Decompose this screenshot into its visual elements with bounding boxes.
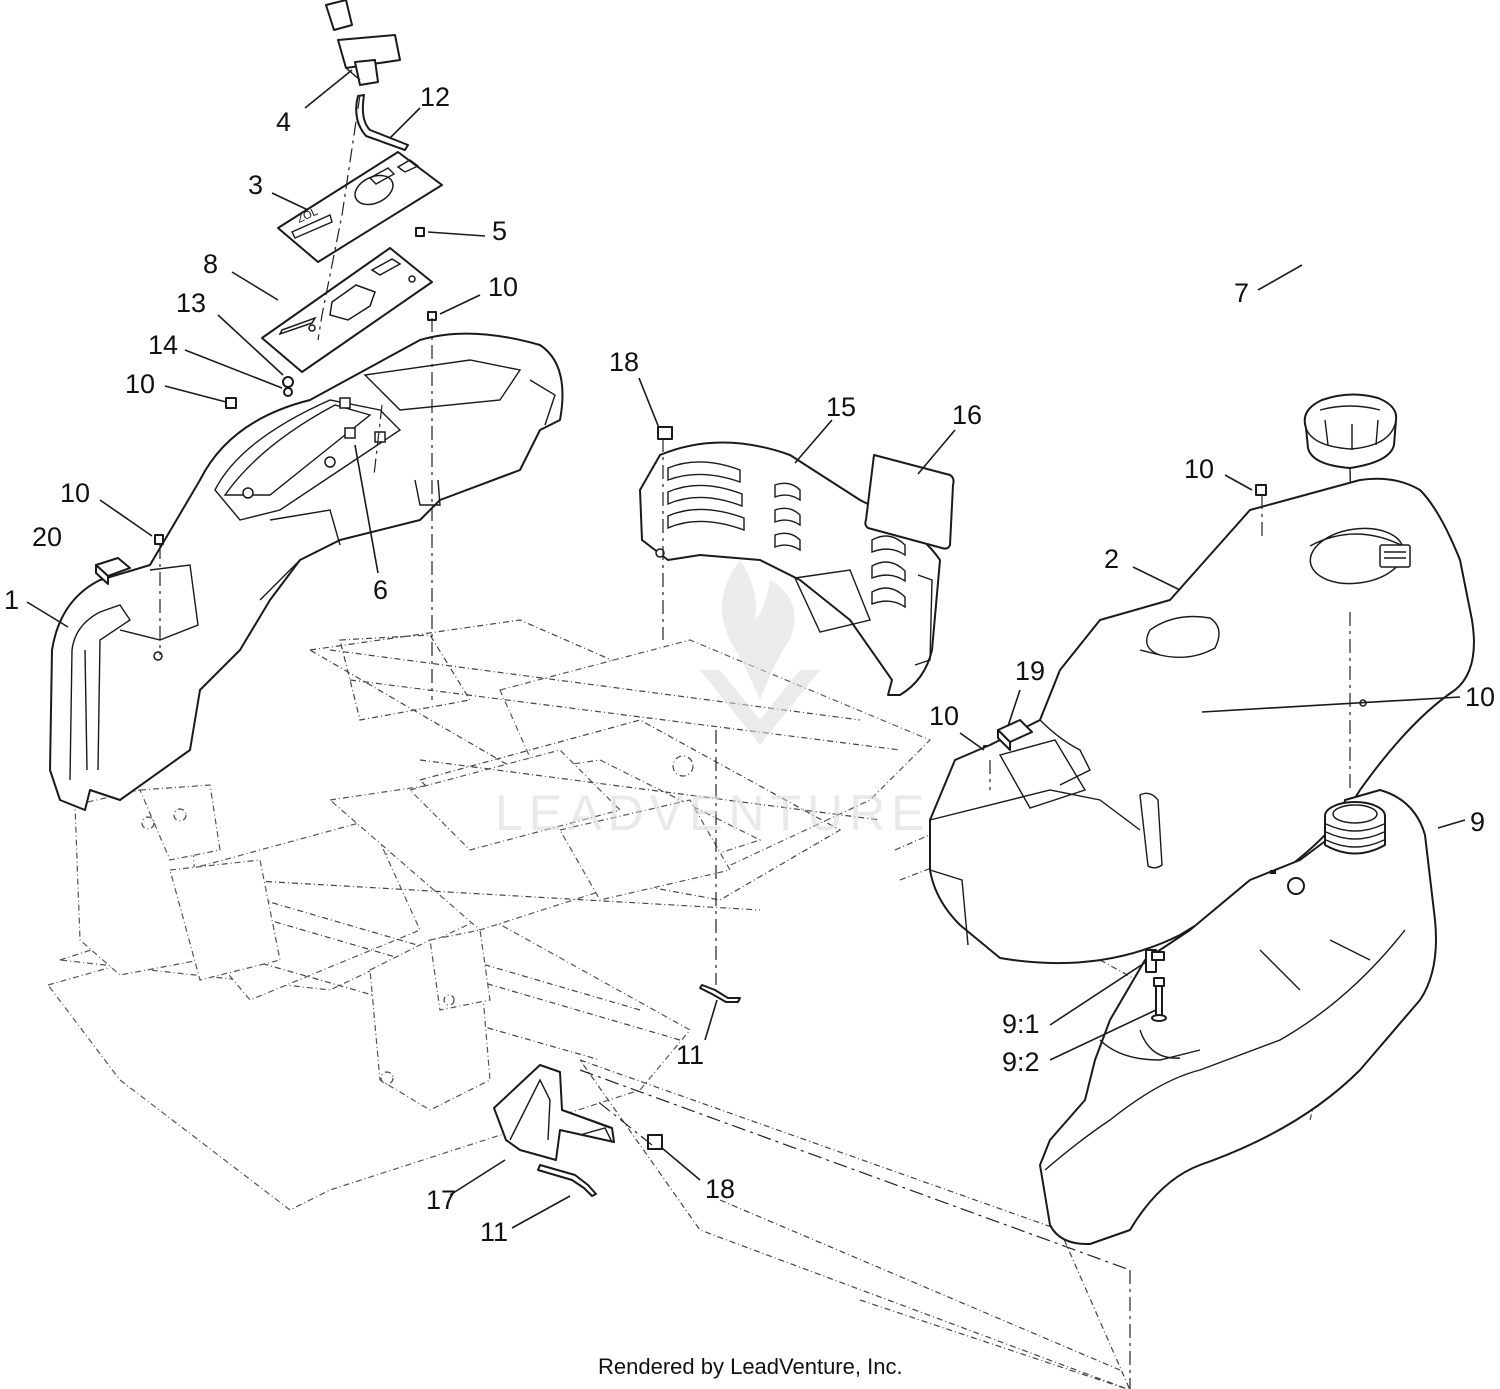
chassis-frame — [46, 619, 1321, 1389]
callout-15: 15 — [826, 392, 856, 422]
footer-credit: Rendered by LeadVenture, Inc. — [598, 1354, 903, 1379]
screw-10-left — [225, 397, 237, 409]
callout-11-lower: 11 — [480, 1217, 508, 1247]
callout-6: 6 — [373, 575, 388, 605]
callout-10-top: 10 — [488, 272, 518, 302]
harness-11-lower-part — [537, 1164, 597, 1197]
bolt-18-top — [657, 426, 673, 440]
callout-10-clip: 10 — [929, 701, 959, 731]
callout-9: 9 — [1470, 807, 1485, 837]
callout-5: 5 — [492, 216, 507, 246]
callout-7: 7 — [1234, 278, 1249, 308]
watermark-text: LEADVENTURE — [495, 785, 931, 841]
callout-20: 20 — [32, 522, 62, 552]
leader-lines — [26, 69, 1466, 1229]
harness-11-upper-part — [699, 984, 741, 1003]
bolt-18-bottom — [647, 1134, 663, 1150]
callout-3: 3 — [248, 170, 263, 200]
washer-13 — [282, 376, 294, 388]
screw-5 — [415, 227, 425, 237]
callout-8: 8 — [203, 249, 218, 279]
callout-18-bottom: 18 — [705, 1174, 735, 1204]
callout-2: 2 — [1104, 544, 1119, 574]
callout-18-top: 18 — [609, 347, 639, 377]
callout-10-right-side: 10 — [1465, 682, 1495, 712]
callout-16: 16 — [952, 400, 982, 430]
nut-14 — [283, 387, 293, 397]
callout-labels: 4 12 3 5 8 10 13 14 10 10 20 1 6 18 15 1… — [4, 82, 1495, 1247]
watermark: LEADVENTURE — [495, 560, 931, 841]
callout-10-fender: 10 — [60, 478, 90, 508]
callout-1: 1 — [4, 585, 19, 615]
guard-17-part — [493, 1064, 615, 1161]
callout-9-2: 9:2 — [1002, 1047, 1040, 1077]
assembly-lines — [159, 94, 1351, 1389]
callout-14: 14 — [148, 330, 178, 360]
fuel-fitting-9-1-part — [1145, 949, 1165, 973]
fuel-pickup-9-2-part — [1151, 977, 1167, 1022]
clip-20-part — [95, 557, 131, 585]
throttle-knob-4-part — [325, 0, 401, 86]
decal-16-part — [864, 454, 955, 550]
right-fender-2-part — [929, 477, 1475, 965]
screw-10-right-top — [1255, 484, 1267, 496]
callout-4: 4 — [276, 107, 291, 137]
control-panel-8-part — [261, 247, 433, 373]
decal-3-part: ZOL — [277, 151, 443, 263]
callout-9-1: 9:1 — [1002, 1009, 1040, 1039]
callout-13: 13 — [176, 288, 206, 318]
left-fender-part — [49, 332, 564, 811]
clip-19-part — [997, 719, 1033, 751]
callout-17: 17 — [426, 1185, 456, 1215]
callout-19: 19 — [1015, 656, 1045, 686]
fuel-tank-9-part — [1039, 789, 1437, 1246]
callout-12: 12 — [420, 82, 450, 112]
throttle-cable-12-part — [355, 94, 409, 151]
screw-10-fender — [154, 534, 164, 545]
callout-10-left: 10 — [125, 369, 155, 399]
callout-11-upper: 11 — [676, 1040, 704, 1070]
callout-10-right-top: 10 — [1184, 454, 1214, 484]
